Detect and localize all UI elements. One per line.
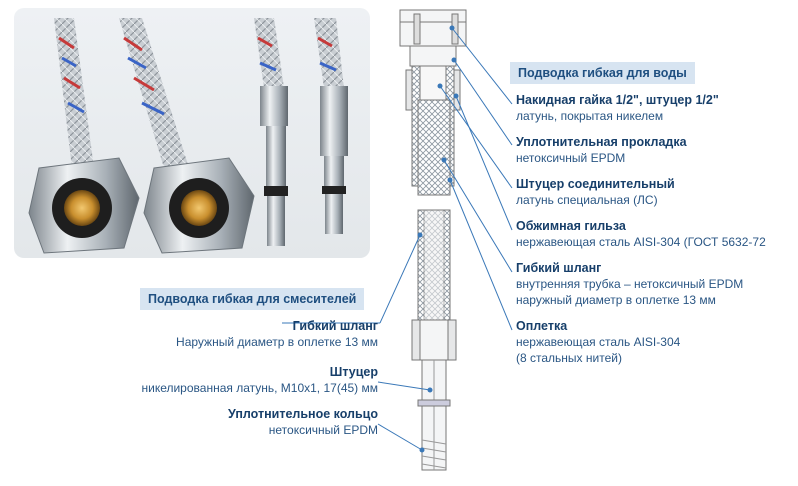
label-oring-desc: нетоксичный EPDM [268,423,378,437]
label-connector-desc: латунь специальная (ЛС) [516,193,658,207]
label-braid-desc-1: нержавеющая сталь AISI-304 [516,335,681,349]
label-mixer-hose-desc: Наружный диаметр в оплетке 13 мм [176,335,378,349]
water-title: Подводка гибкая для воды [510,62,695,84]
label-fitting: Штуцер никелированная латунь, М10х1, 17(… [141,364,378,396]
label-connector: Штуцер соединительный латунь специальная… [516,176,675,208]
hose-1 [54,18,94,168]
product-photo [14,8,370,258]
label-sleeve-desc: нержавеющая сталь AISI-304 (ГОСТ 5632-72 [516,235,766,249]
label-hose-desc-2: наружный диаметр в оплетке 13 мм [516,293,716,307]
label-hose-heading: Гибкий шланг [516,261,602,275]
label-mixer-hose: Гибкий шланг Наружный диаметр в оплетке … [176,318,378,350]
hose-3 [254,18,284,88]
label-oring: Уплотнительное кольцо нетоксичный EPDM [228,406,378,438]
label-hose: Гибкий шланг внутренняя трубка – нетокси… [516,260,743,308]
label-nut-desc: латунь, покрытая никелем [516,109,664,123]
label-fitting-heading: Штуцер [329,365,378,379]
label-hose-desc-1: внутренняя трубка – нетоксичный EPDM [516,277,744,291]
hose-4 [314,18,344,88]
label-sleeve: Обжимная гильза нержавеющая сталь AISI-3… [516,218,766,250]
label-nut-heading: Накидная гайка 1/2", штуцер 1/2" [516,93,719,107]
label-braid: Оплетка нержавеющая сталь AISI-304 (8 ст… [516,318,680,366]
label-sleeve-heading: Обжимная гильза [516,219,626,233]
label-fitting-desc: никелированная латунь, М10х1, 17(45) мм [141,381,378,395]
label-connector-heading: Штуцер соединительный [516,177,675,191]
label-braid-heading: Оплетка [516,319,568,333]
label-gasket-desc: нетоксичный EPDM [516,151,626,165]
label-braid-desc-2: (8 стальных нитей) [516,351,622,365]
hose-2 [119,18,189,168]
mixer-title: Подводка гибкая для смесителей [140,288,365,310]
label-mixer-hose-heading: Гибкий шланг [292,319,378,333]
label-nut: Накидная гайка 1/2", штуцер 1/2" латунь,… [516,92,719,124]
label-oring-heading: Уплотнительное кольцо [228,407,378,421]
fitting-section [399,9,467,471]
label-gasket: Уплотнительная прокладка нетоксичный EPD… [516,134,687,166]
label-gasket-heading: Уплотнительная прокладка [516,135,687,149]
